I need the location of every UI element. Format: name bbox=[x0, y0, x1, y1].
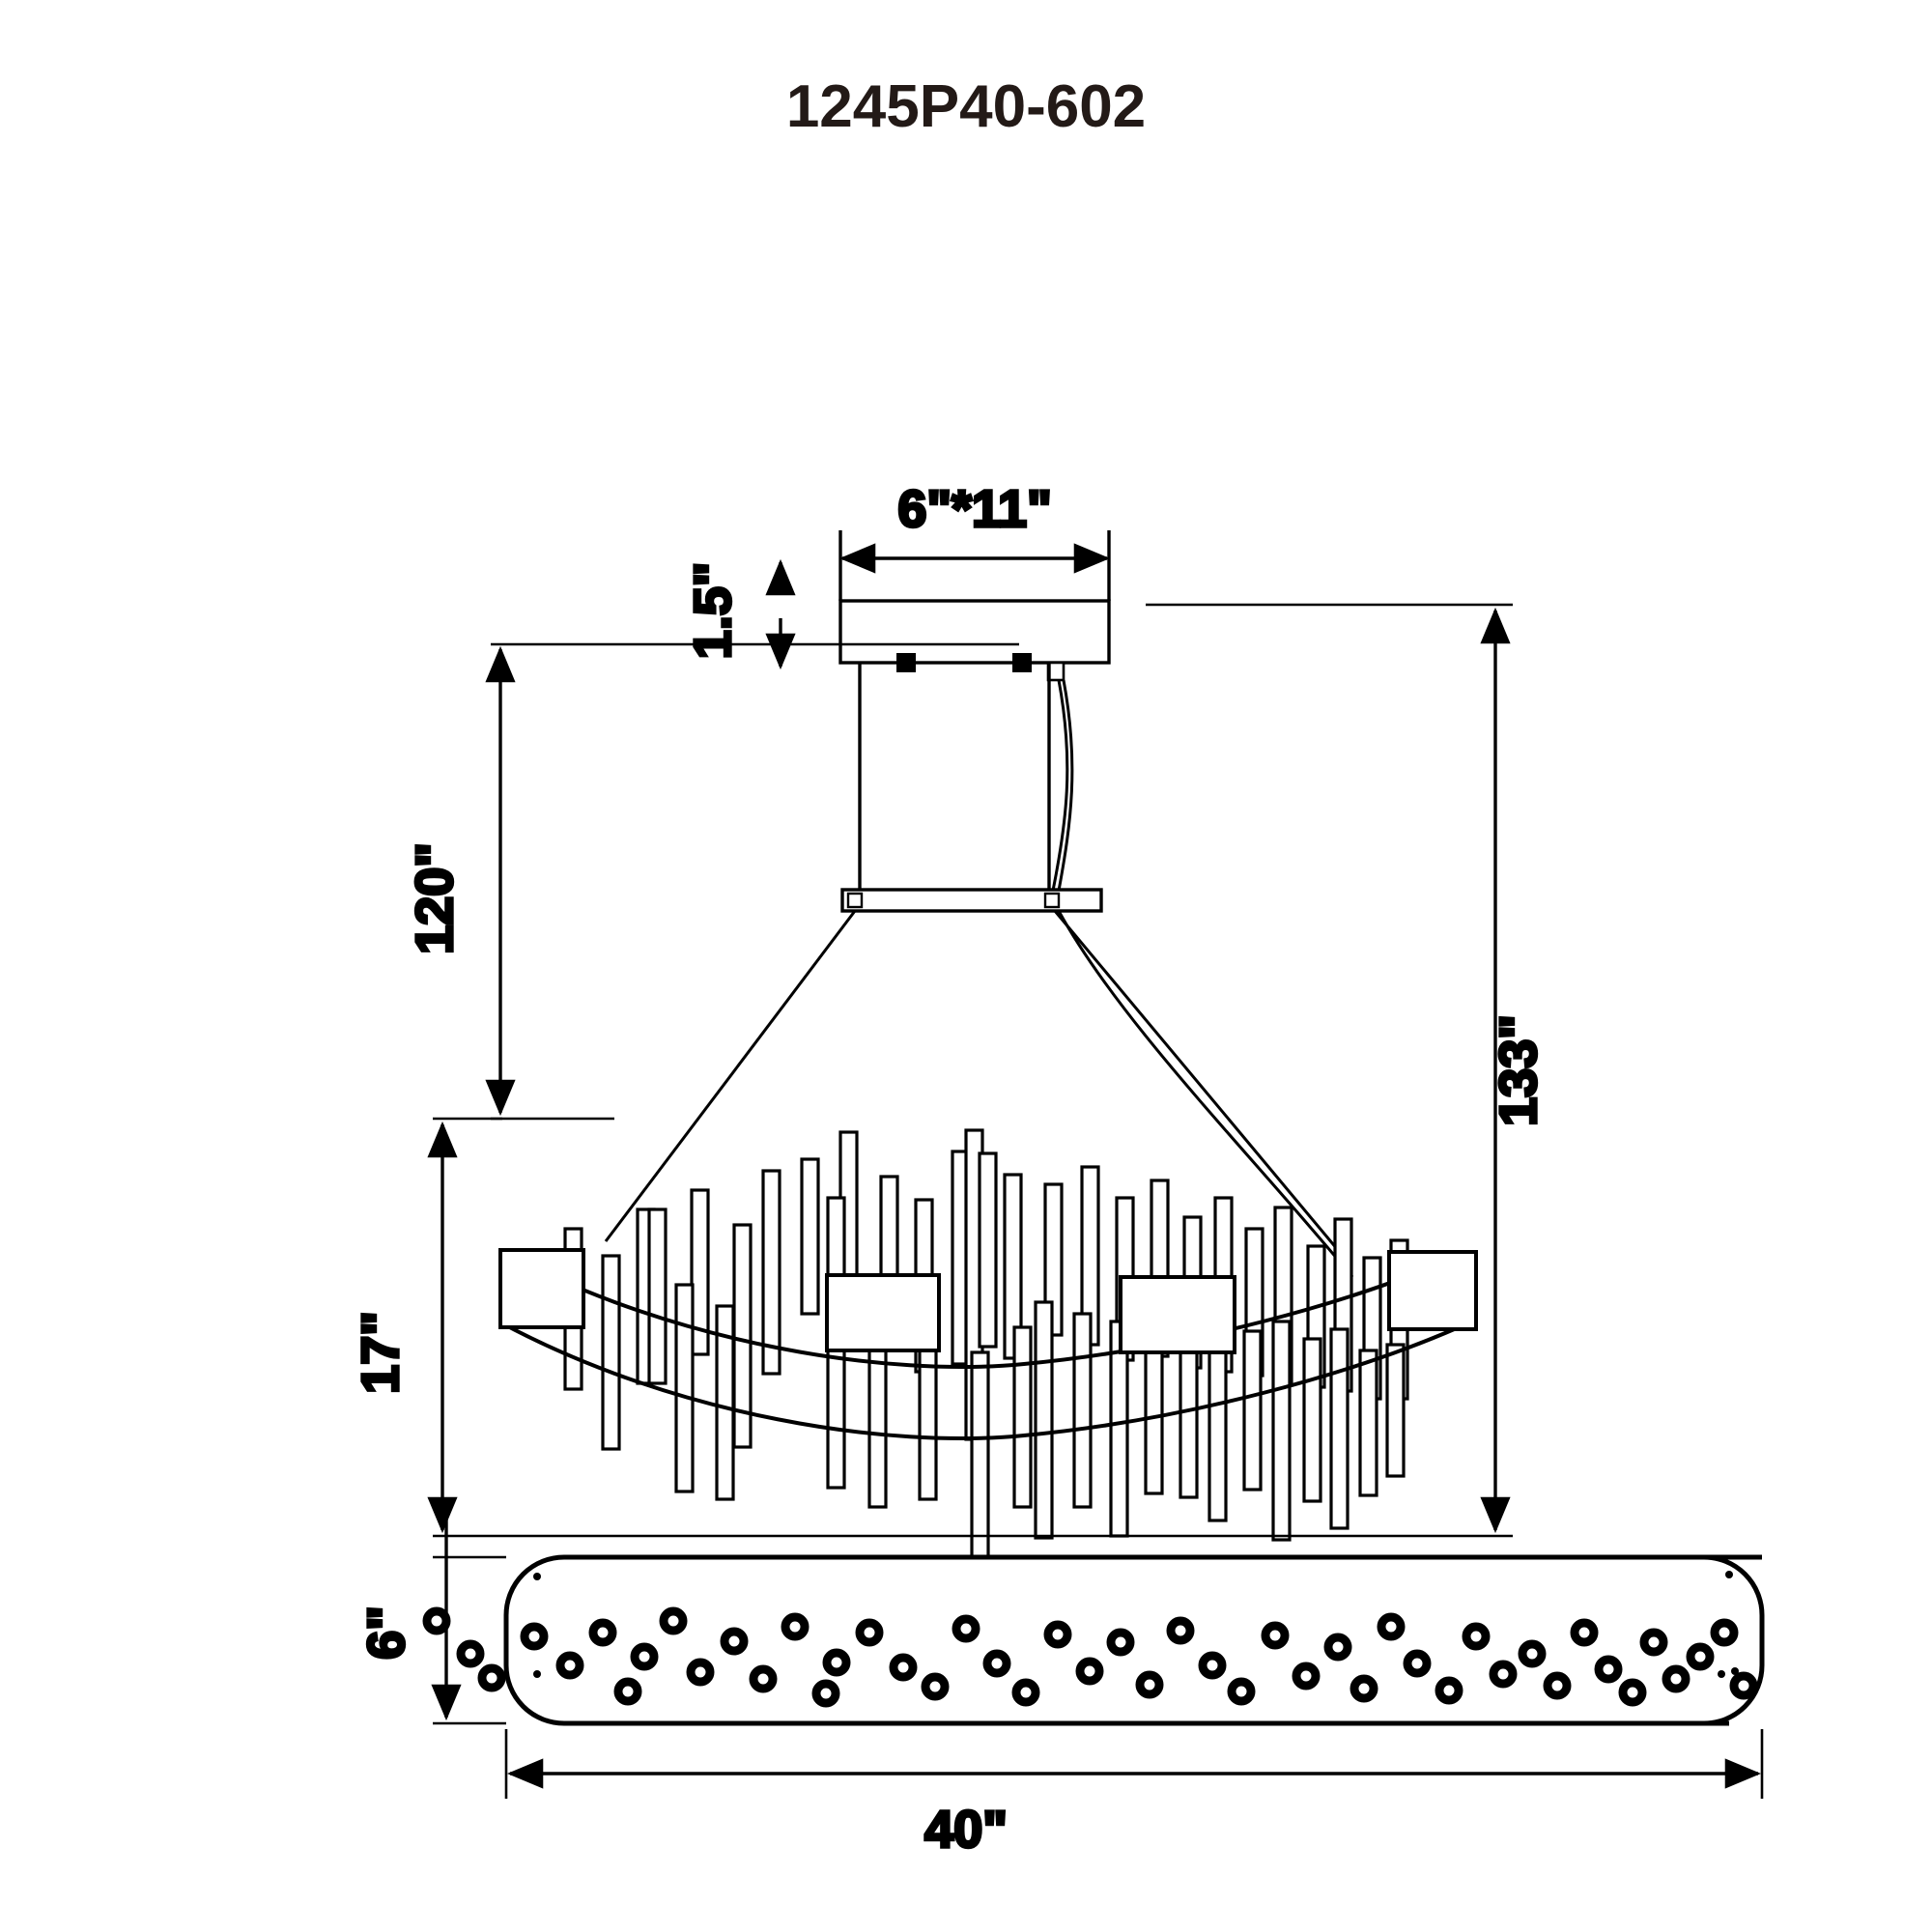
plan-rod-hole bbox=[1043, 1620, 1072, 1649]
plan-rod-hole bbox=[686, 1658, 715, 1687]
plan-rod-hole bbox=[613, 1677, 642, 1706]
plan-rod-hole bbox=[659, 1606, 688, 1635]
plan-rod-hole bbox=[855, 1618, 884, 1647]
plan-rod-hole bbox=[477, 1663, 506, 1692]
plan-rod-hole bbox=[1377, 1612, 1406, 1641]
plan-rod-hole bbox=[555, 1651, 584, 1680]
wave-band bbox=[498, 1248, 1478, 1440]
plan-depth-label: 6" bbox=[357, 1605, 415, 1660]
plan-rod-hole bbox=[1350, 1674, 1378, 1703]
power-cord bbox=[1051, 679, 1074, 892]
plan-rod-hole bbox=[1618, 1678, 1647, 1707]
fixture-height-dimension bbox=[427, 1117, 1323, 1538]
plan-rod-hole bbox=[1075, 1657, 1104, 1686]
plan-rod-hole bbox=[982, 1649, 1011, 1678]
plan-rod-hole bbox=[952, 1614, 980, 1643]
plan-rod-hole bbox=[630, 1642, 659, 1671]
plan-rod-hole bbox=[520, 1622, 549, 1651]
suspension-cable-right bbox=[1053, 910, 1354, 1278]
suspension-stem bbox=[858, 663, 1051, 891]
plan-rod-hole bbox=[1227, 1677, 1256, 1706]
plan-rod-hole bbox=[1292, 1662, 1321, 1690]
plan-rod-holes bbox=[422, 1606, 1758, 1708]
plan-rod-hole bbox=[1729, 1671, 1758, 1700]
plan-rod-hole bbox=[1403, 1649, 1432, 1678]
plan-rod-hole bbox=[781, 1612, 810, 1641]
plan-rod-hole bbox=[456, 1639, 485, 1668]
fixture-height-label: 17" bbox=[352, 1311, 410, 1394]
canopy bbox=[838, 599, 1111, 665]
plan-rod-hole bbox=[889, 1653, 918, 1682]
canopy-fastener-right bbox=[1012, 653, 1032, 672]
plan-rod-hole bbox=[1686, 1642, 1715, 1671]
plan-rod-hole bbox=[822, 1648, 851, 1677]
plan-rod-hole bbox=[1489, 1660, 1518, 1689]
plan-rod-hole bbox=[588, 1618, 617, 1647]
plan-rod-hole bbox=[1323, 1633, 1352, 1662]
plan-rod-hole bbox=[1135, 1670, 1164, 1699]
plan-rod-hole bbox=[1462, 1622, 1491, 1651]
plan-rod-hole bbox=[1435, 1676, 1463, 1705]
plan-rod-hole bbox=[1261, 1621, 1290, 1650]
plan-rod-hole bbox=[1710, 1618, 1739, 1647]
page-title: 1245P40-602 bbox=[785, 73, 1147, 140]
crossbar bbox=[840, 888, 1103, 913]
plan-rod-hole bbox=[1570, 1618, 1599, 1647]
drop-height-label: 120" bbox=[406, 842, 464, 954]
plan-rod-hole bbox=[1543, 1671, 1572, 1700]
plan-rod-hole bbox=[720, 1627, 749, 1656]
plan-rod-hole bbox=[1594, 1655, 1623, 1684]
plan-depth-dimension bbox=[431, 1505, 506, 1725]
plan-width-dimension bbox=[504, 1729, 1764, 1799]
canopy-fastener-left bbox=[896, 653, 916, 672]
plan-rod-hole bbox=[1662, 1664, 1690, 1693]
drop-height-dimension bbox=[485, 642, 1019, 1121]
plan-rod-hole bbox=[749, 1664, 778, 1693]
plan-rod-hole bbox=[1518, 1639, 1547, 1668]
canopy-width-dimension bbox=[838, 530, 1111, 601]
plan-rod-hole bbox=[921, 1672, 950, 1701]
plan-rod-hole bbox=[1198, 1651, 1227, 1680]
canopy-width-label: 6"*11" bbox=[897, 480, 1051, 538]
plan-rod-hole bbox=[1639, 1628, 1668, 1657]
suspension-cable-left bbox=[604, 910, 857, 1242]
plan-rod-hole bbox=[1106, 1628, 1135, 1657]
overall-height-label: 133" bbox=[1490, 1014, 1548, 1126]
plan-width-label: 40" bbox=[924, 1801, 1008, 1859]
plan-rod-hole bbox=[1166, 1616, 1195, 1645]
plan-corner-dots bbox=[533, 1571, 1739, 1678]
plan-rod-hole bbox=[422, 1606, 451, 1635]
overall-height-dimension bbox=[1146, 603, 1513, 1538]
plan-rod-hole bbox=[1011, 1678, 1040, 1707]
plan-rod-hole bbox=[811, 1679, 840, 1708]
